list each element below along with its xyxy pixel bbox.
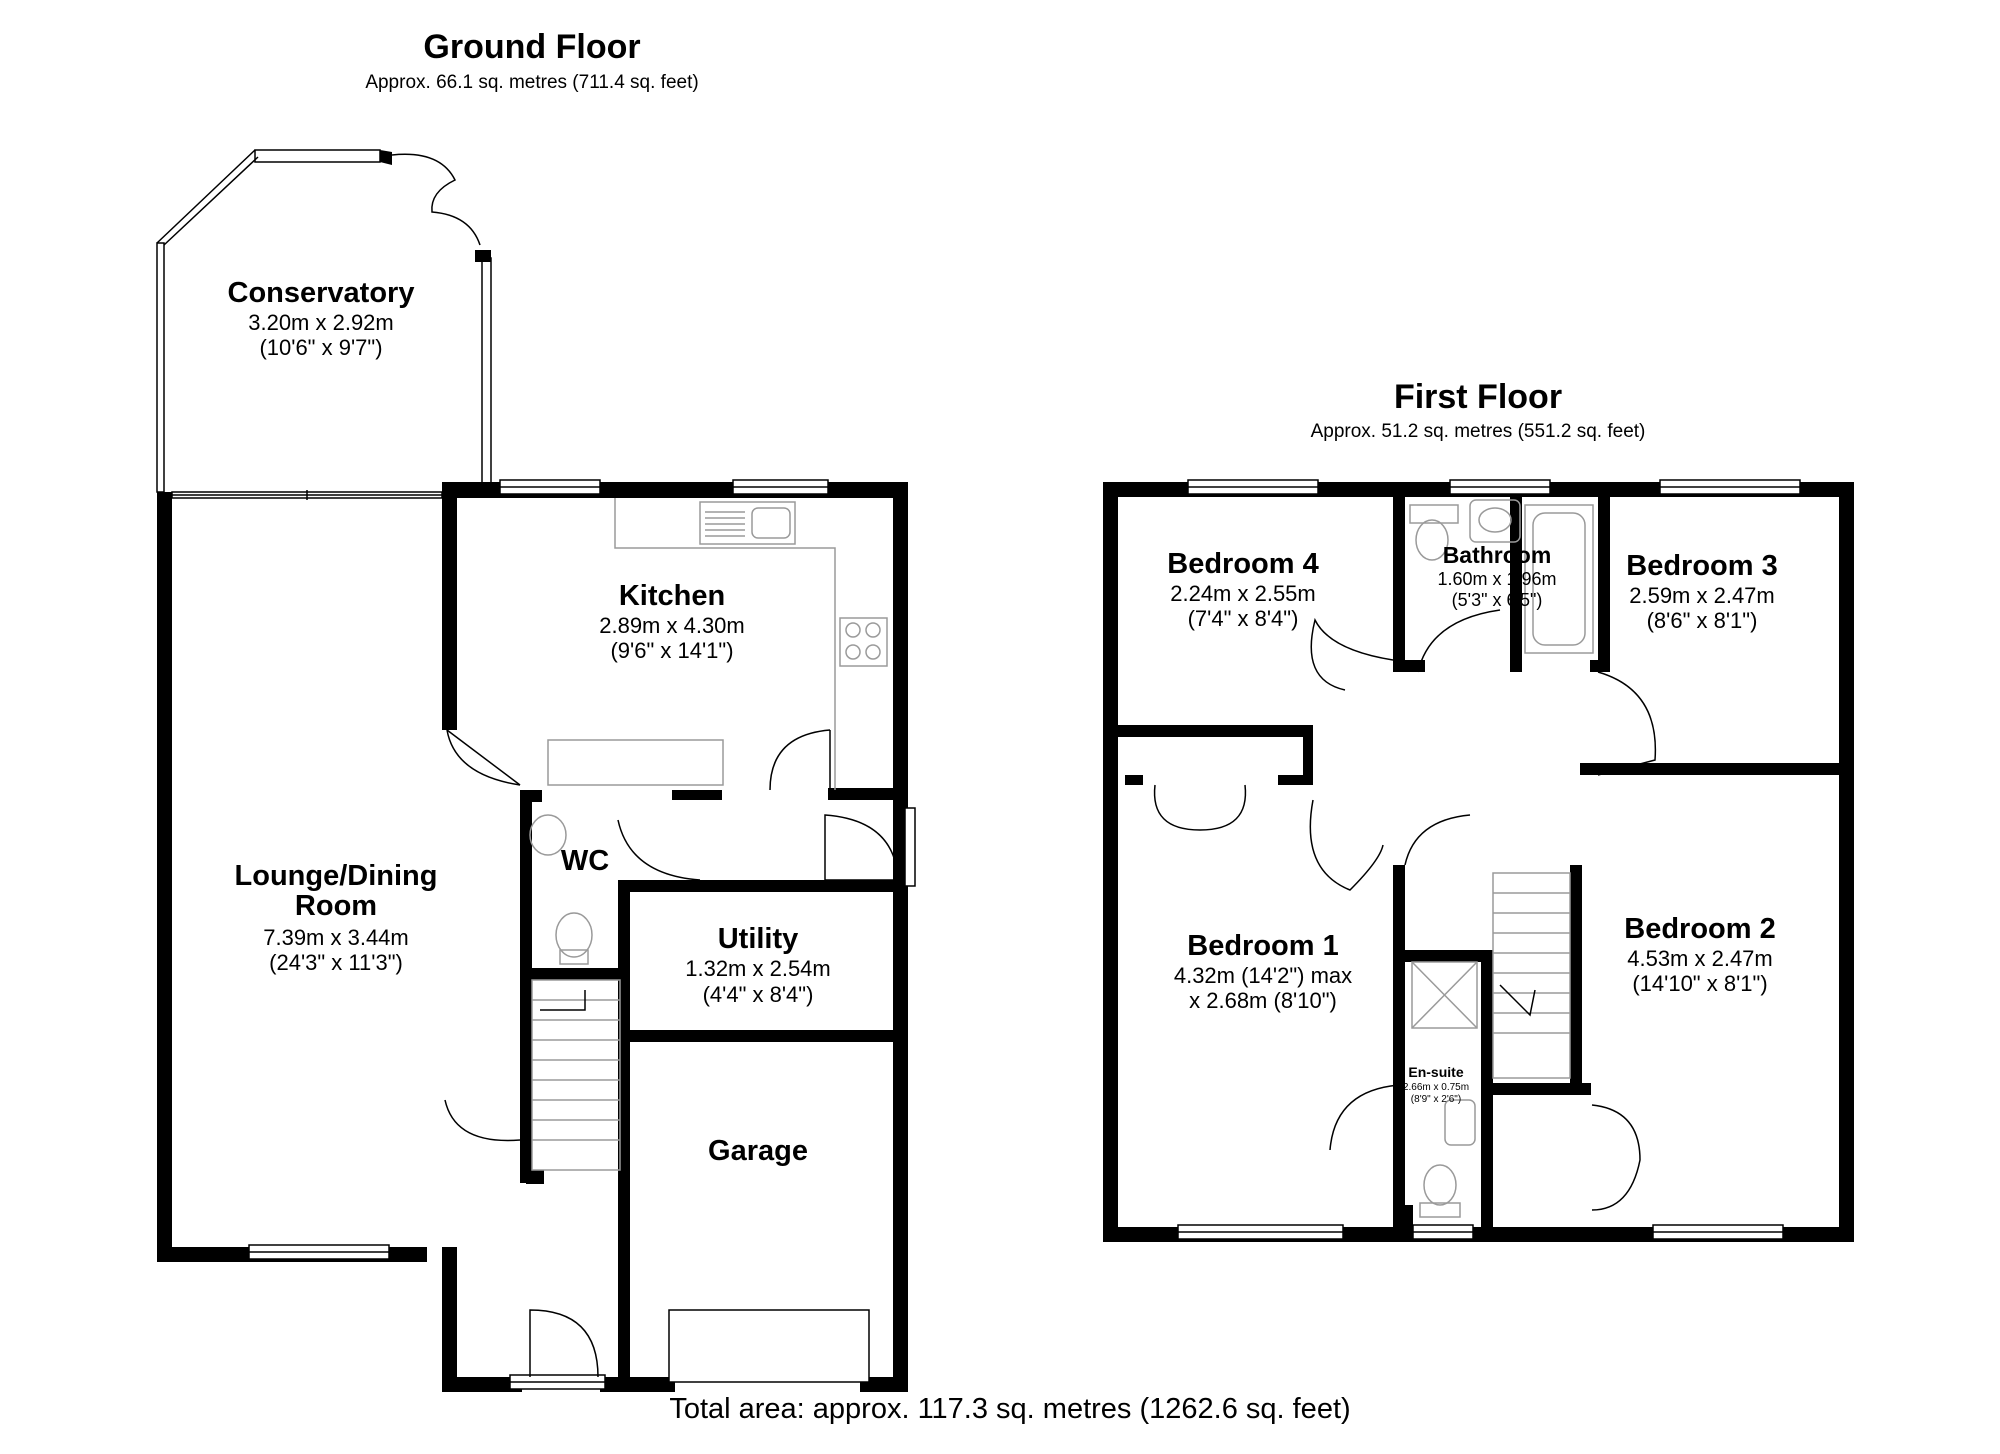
room-dimensions-imperial: (7'4" x 8'4")	[1188, 606, 1299, 631]
room-dimensions-metric: 3.20m x 2.92m	[248, 310, 394, 335]
ground-floor-area: Approx. 66.1 sq. metres (711.4 sq. feet)	[365, 72, 698, 93]
ground-floor-plan	[156, 149, 916, 1392]
first-floor-windows	[1177, 479, 1801, 1240]
room-name: Bedroom 4	[1167, 548, 1318, 580]
room-name: Bathroom	[1443, 542, 1552, 568]
conservatory-wall-cap	[475, 250, 491, 262]
room-name: Lounge/Dining	[235, 860, 438, 892]
room-dimensions-imperial: (5'3" x 6'5")	[1452, 590, 1543, 610]
room-dimensions-imperial: (8'9" x 2'6")	[1411, 1094, 1461, 1105]
room-name: Bedroom 2	[1624, 913, 1775, 945]
room-dimensions-metric: 2.66m x 0.75m	[1403, 1082, 1469, 1093]
room-dimensions-metric: 1.60m x 1.96m	[1437, 569, 1556, 589]
conservatory-wall-cap	[380, 150, 392, 165]
ground-floor-windows	[248, 479, 916, 1390]
first-floor-plan	[1103, 479, 1854, 1242]
room-label-bathroom: Bathroom 1.60m x 1.96m (5'3" x 6'5")	[1437, 542, 1556, 610]
room-label-lounge: Lounge/Dining Room 7.39m x 3.44m (24'3" …	[235, 860, 438, 975]
room-label-conservatory: Conservatory 3.20m x 2.92m (10'6" x 9'7"…	[228, 277, 415, 360]
room-label-bedroom2: Bedroom 2 4.53m x 2.47m (14'10" x 8'1")	[1624, 913, 1775, 996]
room-dimensions-imperial: (24'3" x 11'3")	[269, 950, 403, 975]
room-label-kitchen: Kitchen 2.89m x 4.30m (9'6" x 14'1")	[599, 580, 745, 663]
room-name-line2: Room	[295, 890, 377, 922]
room-dimensions-metric: 2.89m x 4.30m	[599, 613, 745, 638]
first-floor-area: Approx. 51.2 sq. metres (551.2 sq. feet)	[1311, 421, 1646, 442]
room-name: Utility	[718, 923, 799, 955]
room-dimensions-metric: 4.53m x 2.47m	[1627, 946, 1773, 971]
room-dimensions-metric: 2.24m x 2.55m	[1170, 581, 1316, 606]
wc-fixtures	[529, 814, 593, 965]
room-name: Bedroom 3	[1626, 550, 1777, 582]
first-floor-stairs	[1492, 872, 1571, 1079]
room-dimensions-imperial: (4'4" x 8'4")	[703, 982, 814, 1007]
room-label-utility: Utility 1.32m x 2.54m (4'4" x 8'4")	[685, 923, 831, 1007]
ground-floor-heading: Ground Floor Approx. 66.1 sq. metres (71…	[365, 28, 698, 93]
room-label-ensuite: En-suite 2.66m x 0.75m (8'9" x 2'6")	[1403, 1064, 1469, 1105]
room-name: Garage	[708, 1135, 808, 1167]
room-dimensions-metric: 1.32m x 2.54m	[685, 956, 831, 981]
room-dimensions-line1: 4.32m (14'2") max	[1174, 963, 1352, 988]
room-name: Conservatory	[228, 277, 415, 309]
room-dimensions-imperial: (10'6" x 9'7")	[259, 335, 382, 360]
first-floor-doors[interactable]	[1153, 609, 1657, 1211]
room-label-bedroom3: Bedroom 3 2.59m x 2.47m (8'6" x 8'1")	[1626, 550, 1777, 633]
ground-floor-doors[interactable]	[444, 729, 899, 1378]
kitchen-fixtures	[547, 498, 888, 790]
room-label-garage: Garage	[708, 1135, 808, 1167]
bathroom-fixtures	[1409, 499, 1594, 654]
ground-floor-title: Ground Floor	[423, 28, 640, 66]
ground-floor-stairs	[531, 979, 621, 1171]
room-name: Bedroom 1	[1187, 930, 1338, 962]
room-label-wc: WC	[561, 845, 609, 877]
room-label-bedroom4: Bedroom 4 2.24m x 2.55m (7'4" x 8'4")	[1167, 548, 1318, 631]
room-dimensions-line2: x 2.68m (8'10")	[1189, 988, 1337, 1013]
room-name: En-suite	[1408, 1064, 1463, 1080]
room-name: WC	[561, 845, 609, 877]
conservatory-glazing	[156, 149, 492, 500]
ensuite-fixtures	[1411, 961, 1478, 1218]
room-label-bedroom1: Bedroom 1 4.32m (14'2") max x 2.68m (8'1…	[1174, 930, 1352, 1013]
room-dimensions-imperial: (9'6" x 14'1")	[610, 638, 733, 663]
room-dimensions-metric: 7.39m x 3.44m	[263, 925, 409, 950]
room-dimensions-imperial: (8'6" x 8'1")	[1647, 608, 1758, 633]
first-floor-heading: First Floor Approx. 51.2 sq. metres (551…	[1311, 378, 1646, 442]
first-floor-title: First Floor	[1394, 378, 1562, 416]
total-area: Total area: approx. 117.3 sq. metres (12…	[669, 1393, 1350, 1425]
first-floor-walls	[1103, 482, 1854, 1242]
room-name: Kitchen	[619, 580, 725, 612]
room-dimensions-metric: 2.59m x 2.47m	[1629, 583, 1775, 608]
room-dimensions-imperial: (14'10" x 8'1")	[1632, 971, 1767, 996]
conservatory-door[interactable]	[391, 153, 481, 246]
